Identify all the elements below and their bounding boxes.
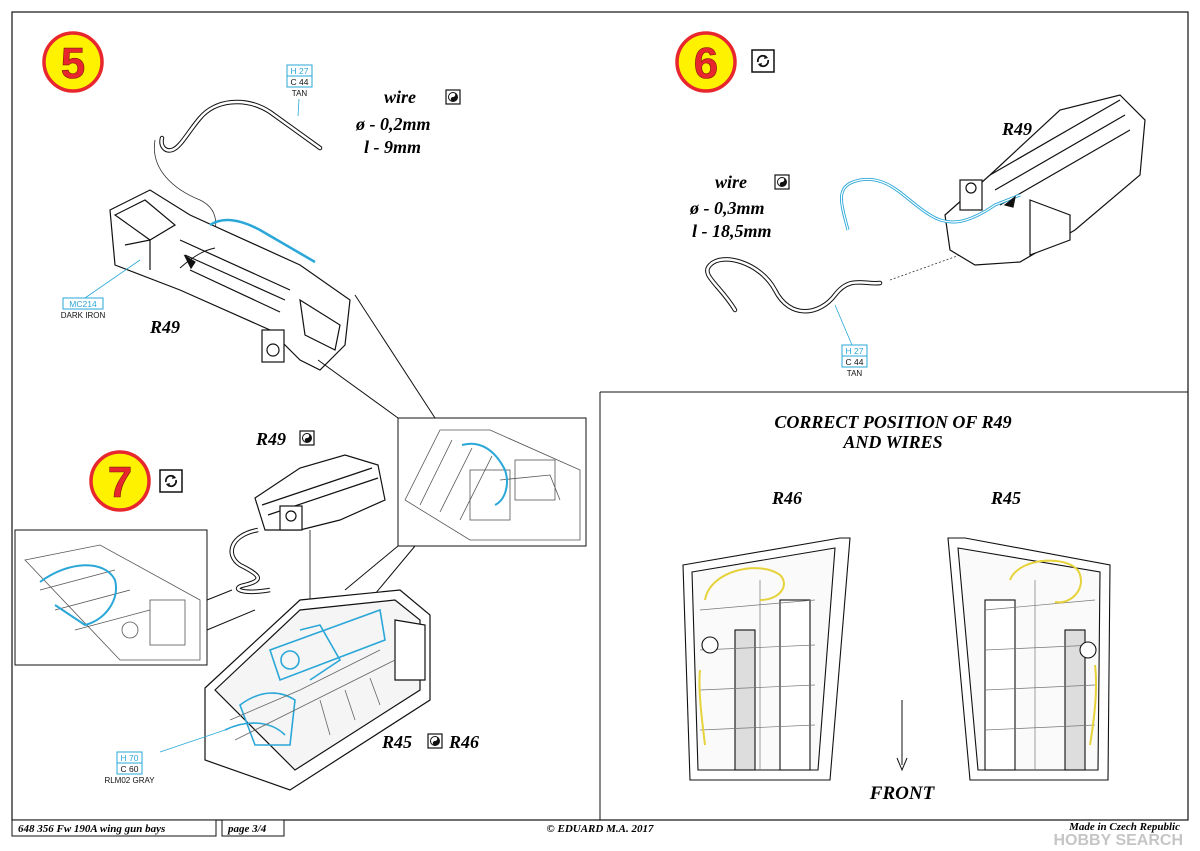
step-6-badge: 6 xyxy=(675,31,737,93)
color-code-mr: C 60 xyxy=(121,764,139,774)
step-7-color-callout: H 70 C 60 RLM02 GRAY xyxy=(104,729,226,785)
color-code-hobby: H 27 xyxy=(846,346,864,356)
detail-inset-lower xyxy=(14,529,208,666)
footer: 648 356 Fw 190A wing gun bays page 3/4 ©… xyxy=(11,819,1188,849)
footer-made-in: Made in Czech Republic xyxy=(1068,821,1180,833)
footer-kit-code: 648 356 Fw 190A wing gun bays xyxy=(18,823,165,835)
bay-drawing-r46 xyxy=(682,537,851,781)
step-5-wire xyxy=(159,99,323,153)
step-7-number: 7 xyxy=(108,458,132,507)
footer-copyright: © EDUARD M.A. 2017 xyxy=(547,823,654,835)
step-5-gun-r49 xyxy=(109,189,351,371)
color-name: RLM02 GRAY xyxy=(104,776,155,785)
color-code-hobby: H 27 xyxy=(291,66,309,76)
color-name: TAN xyxy=(292,89,308,98)
bay-label-right: R46 xyxy=(448,732,479,752)
step-7-wing-bay xyxy=(204,589,431,791)
step-6-color-callout: H 27 C 44 TAN xyxy=(834,304,868,378)
glue-icon xyxy=(427,733,443,749)
step-5-number: 5 xyxy=(61,39,85,88)
iron-code: MC214 xyxy=(69,299,97,309)
step-5-part-label: R49 xyxy=(149,317,180,337)
step-7-gun-r49 xyxy=(229,454,386,594)
step-5-color-callout: H 27 C 44 TAN xyxy=(286,64,313,117)
glue-icon xyxy=(299,430,315,446)
iron-name: DARK IRON xyxy=(61,311,106,320)
footer-page: page 3/4 xyxy=(227,823,267,835)
bay-label-left: R45 xyxy=(381,732,412,752)
step-7-bay-labels: R45 R46 xyxy=(381,732,479,752)
wire-length: l - 9mm xyxy=(364,137,421,157)
detail-zoom-lines xyxy=(317,294,436,419)
step-7-badge: 7 xyxy=(89,450,151,512)
wire-length: l - 18,5mm xyxy=(692,221,772,241)
bay-label-r45: R45 xyxy=(990,488,1021,508)
bay-label-r46: R46 xyxy=(771,488,802,508)
step-6-wire xyxy=(705,257,883,314)
color-code-mr: C 44 xyxy=(846,357,864,367)
glue-icon xyxy=(445,89,461,105)
color-name: TAN xyxy=(847,369,863,378)
bay-drawing-r45 xyxy=(947,537,1111,781)
step-7-part-label: R49 xyxy=(255,429,286,449)
step-6-part-label: R49 xyxy=(1001,119,1032,139)
glue-icon xyxy=(774,174,790,190)
wire-diameter: ø - 0,3mm xyxy=(689,198,765,218)
wire-label: wire xyxy=(715,172,747,192)
correct-title-line2: AND WIRES xyxy=(842,432,942,452)
step-5-iron-callout: MC214 DARK IRON xyxy=(61,259,141,320)
step-6-wire-spec: wire ø - 0,3mm l - 18,5mm xyxy=(689,172,790,241)
flip-icon xyxy=(159,469,183,493)
wire-label: wire xyxy=(384,87,416,107)
wire-diameter: ø - 0,2mm xyxy=(355,114,431,134)
step-5-wire-spec: wire ø - 0,2mm l - 9mm xyxy=(355,87,461,157)
step-5-badge: 5 xyxy=(42,31,104,93)
front-label: FRONT xyxy=(869,783,936,804)
correct-title-line1: CORRECT POSITION OF R49 xyxy=(774,412,1011,432)
detail-inset-upper xyxy=(397,417,587,547)
color-code-hobby: H 70 xyxy=(121,753,139,763)
flip-icon xyxy=(751,49,775,73)
front-arrow xyxy=(896,700,908,772)
watermark: HOBBY SEARCH xyxy=(1054,832,1184,849)
step-6-number: 6 xyxy=(694,39,718,88)
color-code-mr: C 44 xyxy=(291,77,309,87)
step-6-gun-r49 xyxy=(839,94,1146,266)
